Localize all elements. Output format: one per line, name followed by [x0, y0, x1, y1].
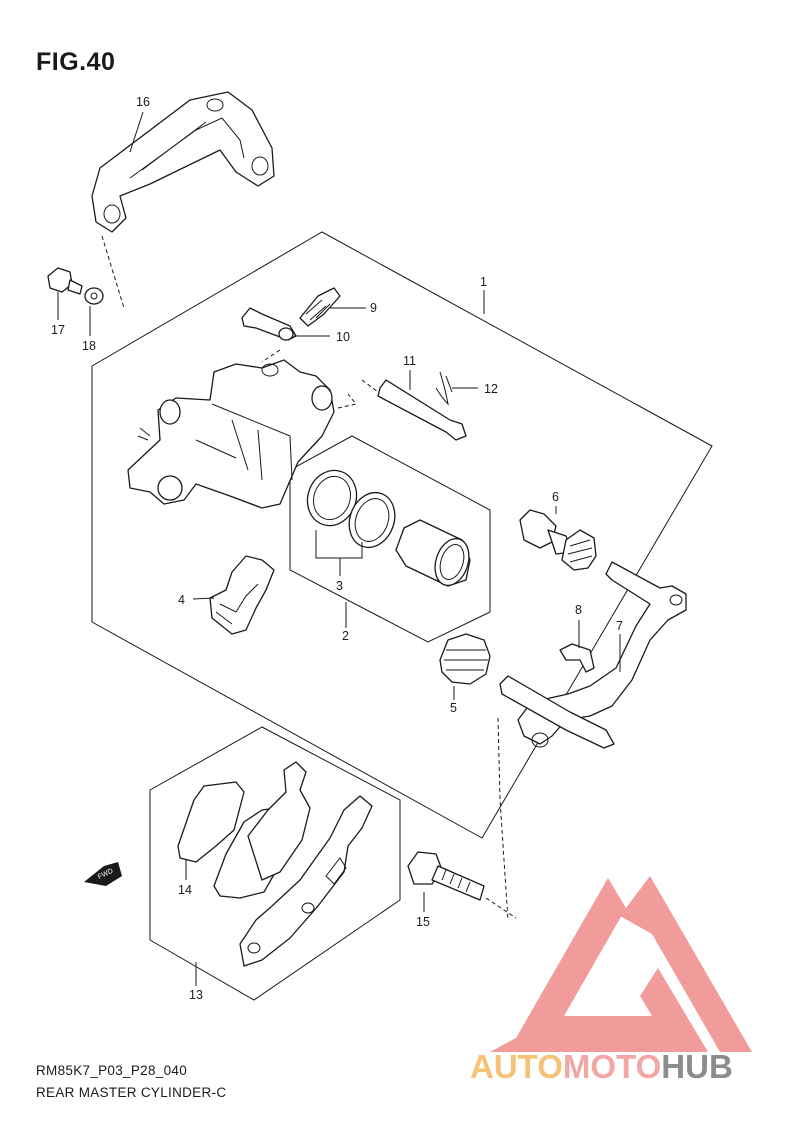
piston-seal-part — [306, 469, 396, 549]
pad-shim-part — [239, 795, 373, 967]
link-clip-part — [559, 643, 595, 673]
watermark-logo: AUTOMOTOHUB — [470, 876, 752, 1085]
callout-5: 5 — [450, 701, 457, 715]
callout-8: 8 — [575, 603, 582, 617]
caliper-body-part — [127, 359, 357, 509]
callout-6: 6 — [552, 490, 559, 504]
callout-18: 18 — [82, 339, 96, 353]
callout-14: 14 — [178, 883, 192, 897]
footer-section-name: REAR MASTER CYLINDER-C — [36, 1085, 227, 1100]
brake-pad-part — [177, 761, 311, 899]
dust-boot-part — [439, 633, 491, 685]
callout-7: 7 — [616, 619, 623, 633]
footer-model-code: RM85K7_P03_P28_040 — [36, 1063, 188, 1078]
watermark-auto: AUTO — [470, 1048, 563, 1085]
forward-direction-arrow: FWD — [84, 862, 122, 886]
assembly-frame-pads — [149, 726, 401, 1001]
bracket-bolt-part — [47, 267, 83, 295]
callout-3: 3 — [336, 579, 343, 593]
bleeder-cap-part — [241, 307, 297, 363]
watermark-hub: HUB — [661, 1048, 733, 1085]
callout-10: 10 — [336, 330, 350, 344]
caliper-bracket-part — [91, 91, 275, 309]
mounting-bolt-part — [407, 851, 517, 919]
callout-11: 11 — [403, 354, 416, 368]
callout-17: 17 — [51, 323, 65, 337]
triangle-logo-icon — [490, 876, 752, 1052]
assembly-frame-main — [91, 231, 713, 839]
callout-12: 12 — [484, 382, 498, 396]
torque-link-part — [497, 561, 687, 921]
callout-2: 2 — [342, 629, 349, 643]
callout-4: 4 — [178, 593, 185, 607]
watermark-moto: MOTO — [563, 1048, 661, 1085]
callout-13: 13 — [189, 988, 203, 1002]
piston-part — [395, 519, 471, 587]
callout-9: 9 — [370, 301, 377, 315]
callout-15: 15 — [416, 915, 430, 929]
washer-part — [84, 287, 104, 305]
bleeder-screw-part — [299, 287, 341, 327]
callout-16: 16 — [136, 95, 150, 109]
svg-text:AUTOMOTOHUB: AUTOMOTOHUB — [470, 1048, 733, 1085]
slide-pin-part — [519, 509, 597, 571]
figure-title: FIG.40 — [36, 48, 116, 76]
pin-clip-part — [435, 371, 453, 406]
pad-spring-part — [209, 555, 275, 635]
pad-pin-part — [361, 379, 467, 441]
callout-1: 1 — [480, 275, 487, 289]
